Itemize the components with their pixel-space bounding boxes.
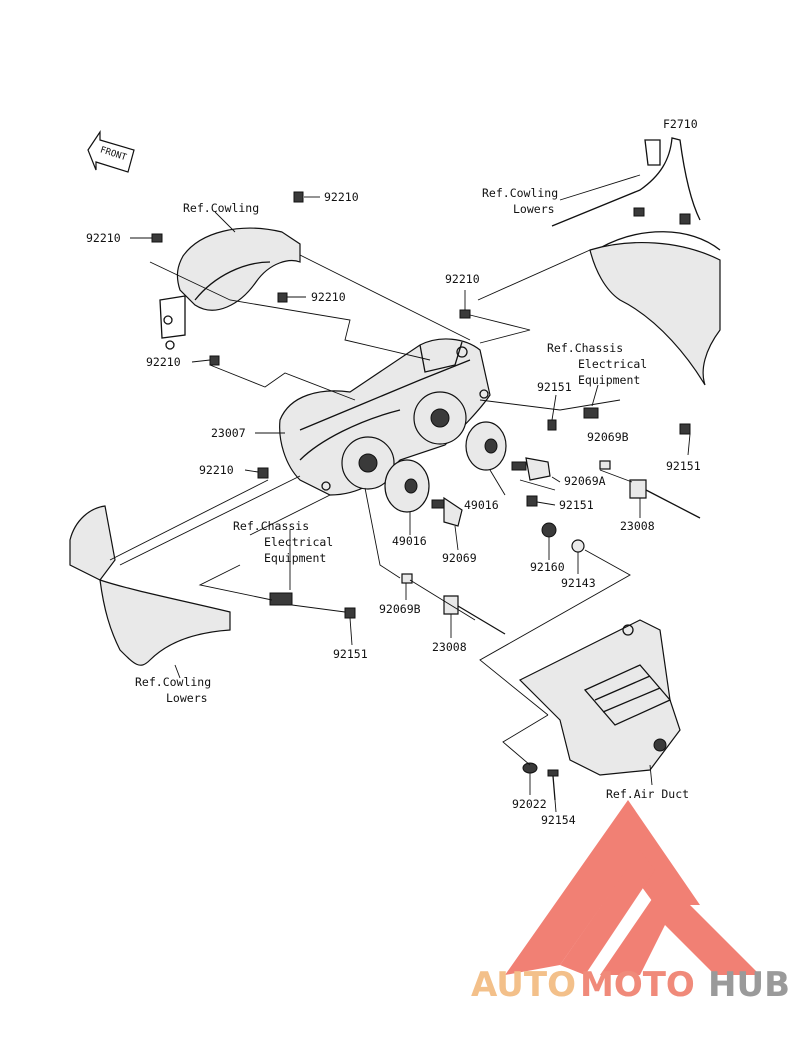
bulb-92069b-lower: [401, 573, 413, 584]
clip-92069b-upper: [583, 407, 599, 419]
clip-92210-mid: [459, 309, 471, 319]
label-ref-chassis-right-3: Equipment: [578, 373, 640, 387]
part-49016-right: 49016: [464, 498, 499, 512]
label-ref-cowling: Ref.Cowling: [183, 201, 259, 215]
label-ref-cowling-lowers-bottom-1: Ref.Cowling: [135, 675, 211, 689]
headlight-housing: [279, 338, 491, 496]
front-arrow: FRONT: [87, 130, 135, 173]
watermark-hub: HUB: [708, 965, 790, 1005]
wire-23008-right: [645, 489, 701, 519]
part-92210-c: 92210: [311, 290, 346, 304]
bulb-92069b-upper: [599, 460, 611, 470]
part-92154: 92154: [541, 813, 576, 827]
label-ref-chassis-right-1: Ref.Chassis: [547, 341, 623, 355]
part-92210-d: 92210: [445, 272, 480, 286]
leader-lines: [109, 174, 691, 813]
part-92210-a: 92210: [324, 190, 359, 204]
grommet-92160: [541, 522, 557, 538]
part-92210-f: 92210: [199, 463, 234, 477]
bolt-92151-b: [679, 423, 691, 435]
part-92151-d: 92151: [333, 647, 368, 661]
label-ref-chassis-left-2: Electrical: [264, 535, 333, 549]
bolt-92154: [547, 769, 559, 801]
part-23007: 23007: [211, 426, 246, 440]
label-ref-chassis-left-3: Equipment: [264, 551, 326, 565]
socket-23008-right: [629, 479, 647, 499]
part-49016-left: 49016: [392, 534, 427, 548]
label-ref-cowling-lowers-top-2: Lowers: [513, 202, 555, 216]
bulb-49016-left: [384, 459, 430, 513]
cowling-part: [151, 191, 304, 366]
figure-code: F2710: [663, 117, 698, 131]
part-23008-left: 23008: [432, 640, 467, 654]
part-92069b-lower: 92069B: [379, 602, 421, 616]
part-92151-a: 92151: [537, 380, 572, 394]
clip-92210-left: [257, 467, 269, 479]
part-92210-b: 92210: [86, 231, 121, 245]
automotohub-logo: [505, 800, 760, 975]
watermark-auto: AUTO: [471, 965, 576, 1005]
watermark-moto: MOTO: [580, 965, 695, 1005]
part-92160: 92160: [530, 560, 565, 574]
label-ref-air-duct: Ref.Air Duct: [606, 787, 689, 801]
part-92069b-upper: 92069B: [587, 430, 629, 444]
part-23008-right: 23008: [620, 519, 655, 533]
part-92143: 92143: [561, 576, 596, 590]
part-92069a: 92069A: [564, 474, 606, 488]
cowling-lowers-left: [69, 505, 231, 666]
air-duct: [518, 619, 681, 776]
part-92210-e: 92210: [146, 355, 181, 369]
socket-92069a: [511, 457, 551, 481]
clip-chassis-left: [269, 592, 293, 606]
label-ref-cowling-lowers-bottom-2: Lowers: [166, 691, 208, 705]
part-92151-b: 92151: [666, 459, 701, 473]
cowling-lowers-upper: [551, 137, 721, 386]
label-ref-chassis-right-2: Electrical: [578, 357, 647, 371]
part-92151-c: 92151: [559, 498, 594, 512]
grommet-92143: [571, 539, 585, 553]
bolt-92151-a: [547, 419, 557, 431]
part-92022: 92022: [512, 797, 547, 811]
bulb-49016-right: [465, 421, 507, 471]
part-92069: 92069: [442, 551, 477, 565]
socket-92069: [431, 496, 463, 527]
bolt-92151-c: [526, 495, 538, 507]
label-ref-cowling-lowers-top-1: Ref.Cowling: [482, 186, 558, 200]
bolt-92151-d: [344, 607, 356, 619]
wire-23008-left: [457, 605, 506, 635]
label-ref-chassis-left-1: Ref.Chassis: [233, 519, 309, 533]
